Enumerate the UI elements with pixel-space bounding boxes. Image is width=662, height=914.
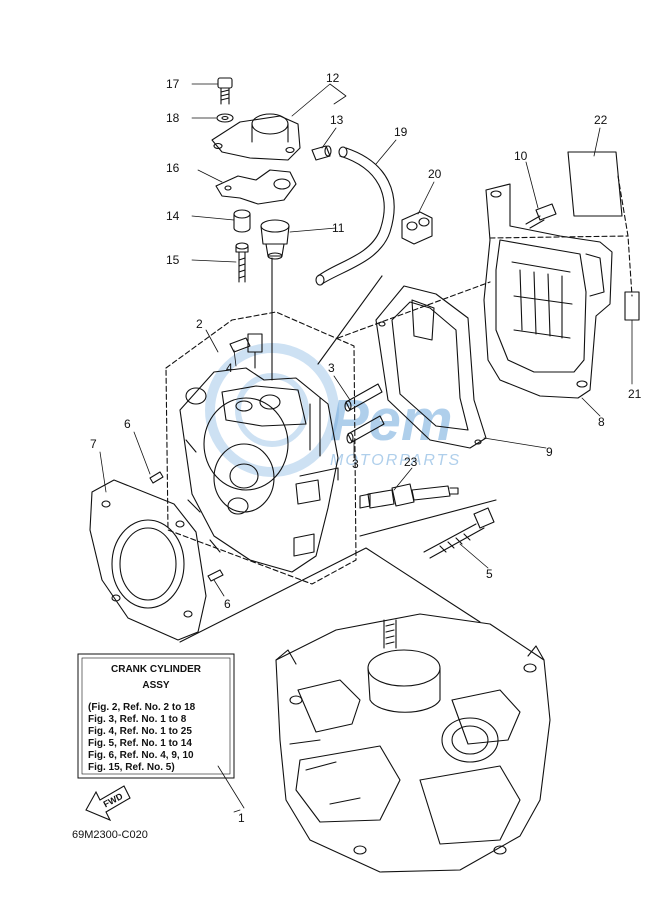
callout-6b: 6 bbox=[224, 597, 231, 611]
callout-21: 21 bbox=[628, 387, 642, 401]
callout-labels: 17 18 12 13 16 14 15 11 19 20 22 10 21 8… bbox=[90, 71, 642, 825]
crankcase-1-part[interactable] bbox=[275, 613, 551, 873]
callout-22: 22 bbox=[594, 113, 608, 127]
washer-18-part[interactable] bbox=[216, 113, 234, 123]
callout-16: 16 bbox=[166, 161, 180, 175]
head-gasket-7-part[interactable] bbox=[89, 479, 207, 641]
diagram-code: 69M2300-C020 bbox=[72, 829, 148, 841]
callout-11: 11 bbox=[332, 221, 345, 235]
watermark-sub: MOTORPARTS bbox=[330, 452, 461, 469]
dowel-pin-6b-part[interactable] bbox=[207, 569, 224, 582]
callout-10: 10 bbox=[514, 149, 528, 163]
label-22-part[interactable] bbox=[567, 151, 623, 217]
callout-17: 17 bbox=[166, 77, 180, 91]
nipple-4-part[interactable] bbox=[229, 333, 263, 369]
legend-line-6: Fig. 15, Ref. No. 5) bbox=[88, 762, 175, 773]
collar-14-part[interactable] bbox=[233, 209, 251, 233]
bolt-15-part[interactable] bbox=[235, 242, 249, 283]
dowel-pin-6a-part[interactable] bbox=[149, 471, 164, 484]
callout-18: 18 bbox=[166, 111, 180, 125]
callout-6a: 6 bbox=[124, 417, 131, 431]
gasket-16-part[interactable] bbox=[215, 169, 297, 205]
assembly-group-outline bbox=[165, 175, 633, 585]
bolt-17-part[interactable] bbox=[217, 77, 233, 105]
bolt-10-part[interactable] bbox=[525, 203, 557, 229]
callout-1: 1 bbox=[238, 811, 245, 825]
hose-clip-20-part[interactable] bbox=[401, 211, 433, 245]
callout-3b: 3 bbox=[352, 457, 359, 471]
legend-line-1: (Fig. 2, Ref. No. 2 to 18 bbox=[88, 702, 196, 713]
stud-bolt-3b-part[interactable] bbox=[346, 415, 385, 444]
callout-9: 9 bbox=[546, 445, 553, 459]
cylinder-head-2-part[interactable] bbox=[179, 367, 339, 573]
fwd-label: FWD bbox=[102, 791, 125, 810]
callout-2: 2 bbox=[196, 317, 203, 331]
callout-19: 19 bbox=[394, 125, 408, 139]
legend-box: CRANK CYLINDER ASSY (Fig. 2, Ref. No. 2 … bbox=[77, 653, 235, 779]
callout-12: 12 bbox=[326, 71, 340, 85]
callout-20: 20 bbox=[428, 167, 442, 181]
hose-nipple-13-part[interactable] bbox=[311, 145, 332, 161]
callout-23: 23 bbox=[404, 455, 418, 469]
callout-8: 8 bbox=[598, 415, 605, 429]
exhaust-cover-8-part[interactable] bbox=[483, 183, 613, 399]
callout-13: 13 bbox=[330, 113, 344, 127]
spark-plug-23-part[interactable] bbox=[359, 483, 459, 509]
assembly-guide-lines bbox=[179, 257, 497, 643]
callout-15: 15 bbox=[166, 253, 180, 267]
bolt-5-part[interactable] bbox=[423, 507, 495, 559]
stud-bolt-3a-part[interactable] bbox=[344, 383, 383, 412]
legend-line-4: Fig. 5, Ref. No. 1 to 14 bbox=[88, 738, 192, 749]
legend-line-2: Fig. 3, Ref. No. 1 to 8 bbox=[88, 714, 187, 725]
thermostat-11-part[interactable] bbox=[260, 219, 290, 260]
thermostat-cover-12-part[interactable] bbox=[211, 113, 301, 161]
callout-7: 7 bbox=[90, 437, 97, 451]
exhaust-gasket-9-part[interactable] bbox=[375, 285, 487, 449]
watermark-brand: Pem bbox=[330, 388, 453, 453]
callout-3a: 3 bbox=[328, 361, 335, 375]
callout-4: 4 bbox=[226, 361, 233, 375]
callout-5: 5 bbox=[486, 567, 493, 581]
leader-lines bbox=[99, 83, 633, 813]
legend-line-5: Fig. 6, Ref. No. 4, 9, 10 bbox=[88, 750, 194, 761]
water-hose-19-part[interactable] bbox=[315, 146, 395, 286]
legend-line-3: Fig. 4, Ref. No. 1 to 25 bbox=[88, 726, 192, 737]
legend-title-line2: ASSY bbox=[142, 680, 170, 691]
callout-14: 14 bbox=[166, 209, 180, 223]
legend-title-line1: CRANK CYLINDER bbox=[111, 664, 202, 675]
fwd-arrow-icon: FWD bbox=[85, 785, 131, 822]
